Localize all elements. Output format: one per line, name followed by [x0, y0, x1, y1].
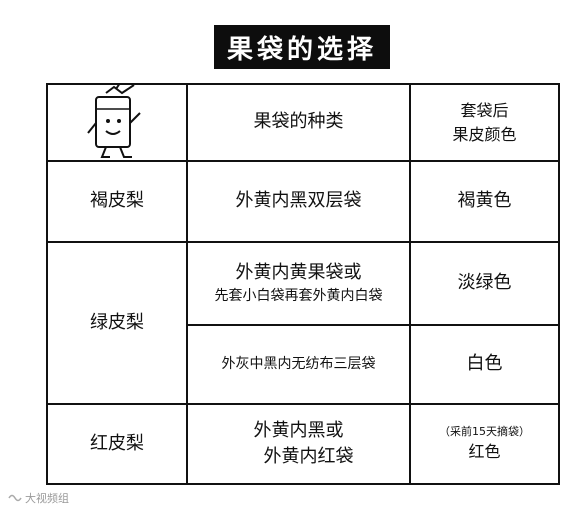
skin-color-green-1: 淡绿色 [457, 272, 512, 294]
pear-type-green: 绿皮梨 [90, 311, 144, 333]
header-skin-color: 套袋后 果皮颜色 [452, 101, 517, 144]
table-divider [46, 403, 560, 405]
pear-type-red: 红皮梨 [90, 432, 144, 454]
bag-mascot-icon [87, 83, 141, 158]
table-divider [186, 83, 188, 485]
watermark-logo-icon [8, 494, 22, 502]
skin-color-red: （采前15天摘袋） 红色 [439, 425, 530, 462]
watermark: 大视频组 [8, 490, 69, 506]
bag-type-red: 外黄内黑或 外黄内红袋 [253, 419, 354, 467]
table-divider [186, 324, 560, 326]
table-divider [46, 241, 560, 243]
bag-selection-table [46, 83, 560, 485]
bag-type-green-1: 外黄内黄果袋或 先套小白袋再套外黄内白袋 [214, 262, 383, 305]
bag-type-brown: 外黄内黑双层袋 [235, 190, 362, 212]
header-bag-type: 果袋的种类 [253, 111, 344, 133]
skin-color-green-2: 白色 [466, 353, 503, 375]
bag-type-green-2: 外灰中黑内无纺布三层袋 [221, 356, 376, 373]
skin-color-brown: 褐黄色 [457, 190, 512, 212]
page-title: 果袋的选择 [214, 25, 390, 69]
table-divider [409, 83, 411, 485]
table-divider [46, 160, 560, 162]
pear-type-brown: 褐皮梨 [90, 190, 144, 212]
